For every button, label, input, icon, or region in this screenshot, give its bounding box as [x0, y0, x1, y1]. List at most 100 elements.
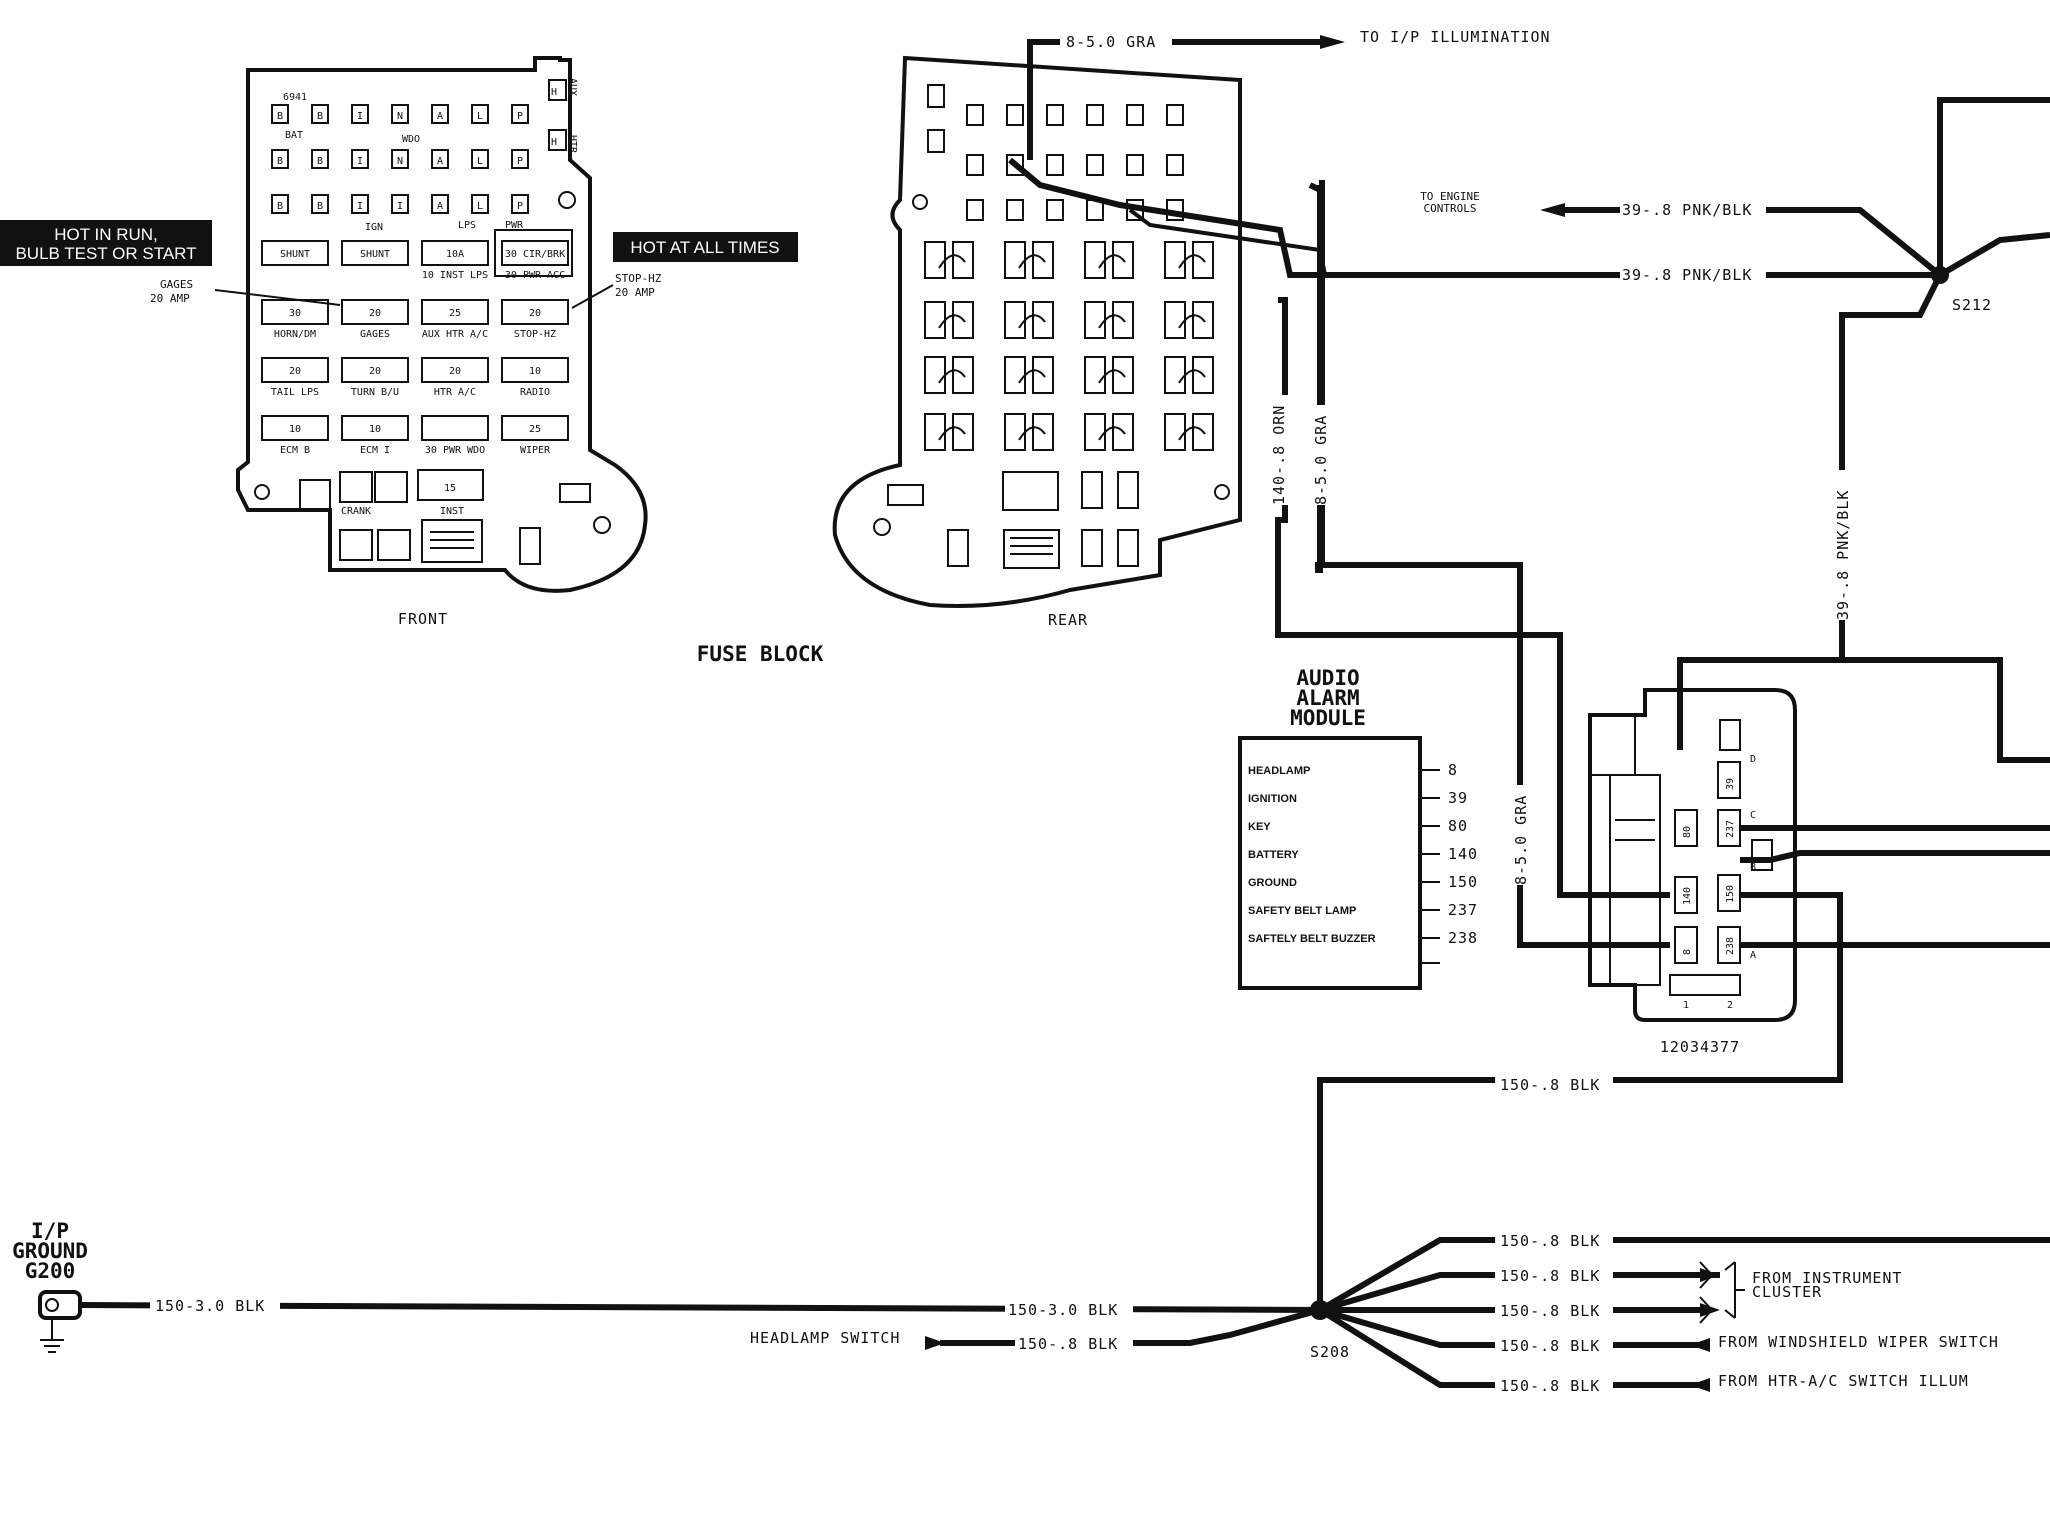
front-fuse [341, 415, 409, 441]
to-engine-controls-1: TO ENGINE [1420, 190, 1480, 203]
wire-150-r1: 150-.8 BLK [1500, 1232, 1600, 1250]
connector-bottom-number: 1 [1683, 1000, 1689, 1011]
rear-terminal [927, 129, 945, 153]
fuse-block-title: FUSE BLOCK [697, 642, 824, 666]
connector-pin-letter: D [1750, 754, 1756, 765]
front-fuse-value: SHUNT [280, 249, 310, 260]
rear-fuse-link [1018, 426, 1046, 441]
connector-pin-letter: B [1750, 862, 1756, 873]
front-terminal-label: P [517, 156, 523, 167]
aam-row-name: HEADLAMP [1248, 765, 1310, 777]
front-ign-label: IGN [365, 222, 383, 233]
connector-pin-label: 140 [1682, 887, 1693, 905]
wire-150-r4: 150-.8 BLK [1500, 1337, 1600, 1355]
rear-terminal [1166, 154, 1184, 176]
rear-fuse-socket [1164, 413, 1186, 451]
front-fuse-value: 30 CIR/BRK [505, 249, 565, 260]
rear-fuse-link [1098, 426, 1126, 441]
front-terminal-label: B [277, 201, 283, 212]
front-fuse [501, 357, 569, 383]
front-crank-label: CRANK [341, 506, 371, 517]
rear-fuse-link [938, 254, 966, 269]
front-bat-label: BAT [285, 130, 303, 141]
from-instrument-2: CLUSTER [1752, 1283, 1822, 1301]
front-terminal [271, 194, 289, 214]
gages-callout-1: GAGES [160, 278, 193, 291]
front-terminal [431, 104, 449, 124]
connector-pin-label: 237 [1725, 820, 1736, 838]
wire-39-b: 39-.8 PNK/BLK [1622, 266, 1752, 284]
rear-fuse-socket [1084, 241, 1106, 279]
front-terminal [471, 104, 489, 124]
connector-pin-letter: C [1750, 810, 1756, 821]
front-fuse [341, 240, 409, 266]
fuse-block-rear: REAR [832, 55, 1242, 629]
front-fuse-name: WIPER [520, 445, 551, 456]
connector-bottom-number: 2 [1727, 1000, 1733, 1011]
rear-terminal [1126, 154, 1144, 176]
rear-fuse-link [1178, 254, 1206, 269]
ip-ground-2: GROUND [12, 1239, 88, 1263]
front-terminal-label: P [517, 201, 523, 212]
rear-fuse-socket [1004, 241, 1026, 279]
hot-at-all-times-callout: HOT AT ALL TIMES [613, 232, 798, 262]
front-terminal [391, 149, 409, 169]
rear-fuse-socket [1164, 241, 1186, 279]
connector-pin-right [1717, 809, 1741, 847]
front-fuse [341, 357, 409, 383]
wire-150-top: 150-.8 BLK [1500, 1076, 1600, 1094]
front-inst-value: 15 [444, 483, 456, 494]
rear-terminal [1046, 104, 1064, 126]
wire-150-r3: 150-.8 BLK [1500, 1302, 1600, 1320]
rear-fuse-socket [1084, 413, 1106, 451]
front-terminal [311, 104, 329, 124]
front-fuse-value: 20 [289, 366, 301, 377]
front-terminal-label: N [397, 111, 403, 122]
ip-ground-3: G200 [25, 1259, 76, 1283]
rear-fuse-socket [924, 301, 946, 339]
rear-terminal [966, 104, 984, 126]
rear-fuse-socket [1084, 356, 1106, 394]
front-wdo-label: WDO [402, 134, 420, 145]
rear-fuse-link [1178, 369, 1206, 384]
stop-hz-callout-2: 20 AMP [615, 286, 655, 299]
splice-s212-label: S212 [1952, 296, 1992, 314]
front-fuse-value: 20 [369, 308, 381, 319]
connector-pin-label: 80 [1682, 826, 1693, 838]
hot-in-run-line-1: HOT IN RUN, [54, 225, 158, 244]
front-fuse [261, 357, 329, 383]
front-terminal [511, 104, 529, 124]
front-terminal-label: A [437, 111, 443, 122]
front-fuse [261, 240, 329, 266]
aam-row-circuit: 80 [1448, 817, 1468, 835]
wires-top [1008, 35, 2050, 1310]
rear-terminal [1086, 104, 1104, 126]
front-terminal [271, 104, 289, 124]
front-lps-label: LPS [458, 220, 476, 231]
wire-150-3-left: 150-3.0 BLK [155, 1297, 265, 1315]
rear-terminal [1086, 154, 1104, 176]
front-terminal [351, 149, 369, 169]
front-terminal [391, 194, 409, 214]
rear-fuse-socket [1164, 356, 1186, 394]
front-terminal [311, 194, 329, 214]
hot-at-all-times-text: HOT AT ALL TIMES [630, 238, 779, 257]
front-fuse-value: 20 [529, 308, 541, 319]
rear-fuse-link [1178, 314, 1206, 329]
wire-150-3-right: 150-3.0 BLK [1008, 1301, 1118, 1319]
front-fuse-name: ECM B [280, 445, 310, 456]
aam-row-circuit: 140 [1448, 845, 1478, 863]
aam-row-circuit: 238 [1448, 929, 1478, 947]
wire-8-gra-v1: 8-5.0 GRA [1312, 415, 1330, 505]
connector-latch [1719, 719, 1741, 751]
wire-39-a: 39-.8 PNK/BLK [1622, 201, 1752, 219]
from-htr: FROM HTR-A/C SWITCH ILLUM [1718, 1372, 1969, 1390]
front-htr-label: HTR [567, 135, 578, 154]
front-fuse [501, 240, 569, 266]
front-fuse [261, 299, 329, 325]
rear-fuse-link [1018, 369, 1046, 384]
front-inst-label: INST [440, 506, 464, 517]
wire-150-r5: 150-.8 BLK [1500, 1377, 1600, 1395]
